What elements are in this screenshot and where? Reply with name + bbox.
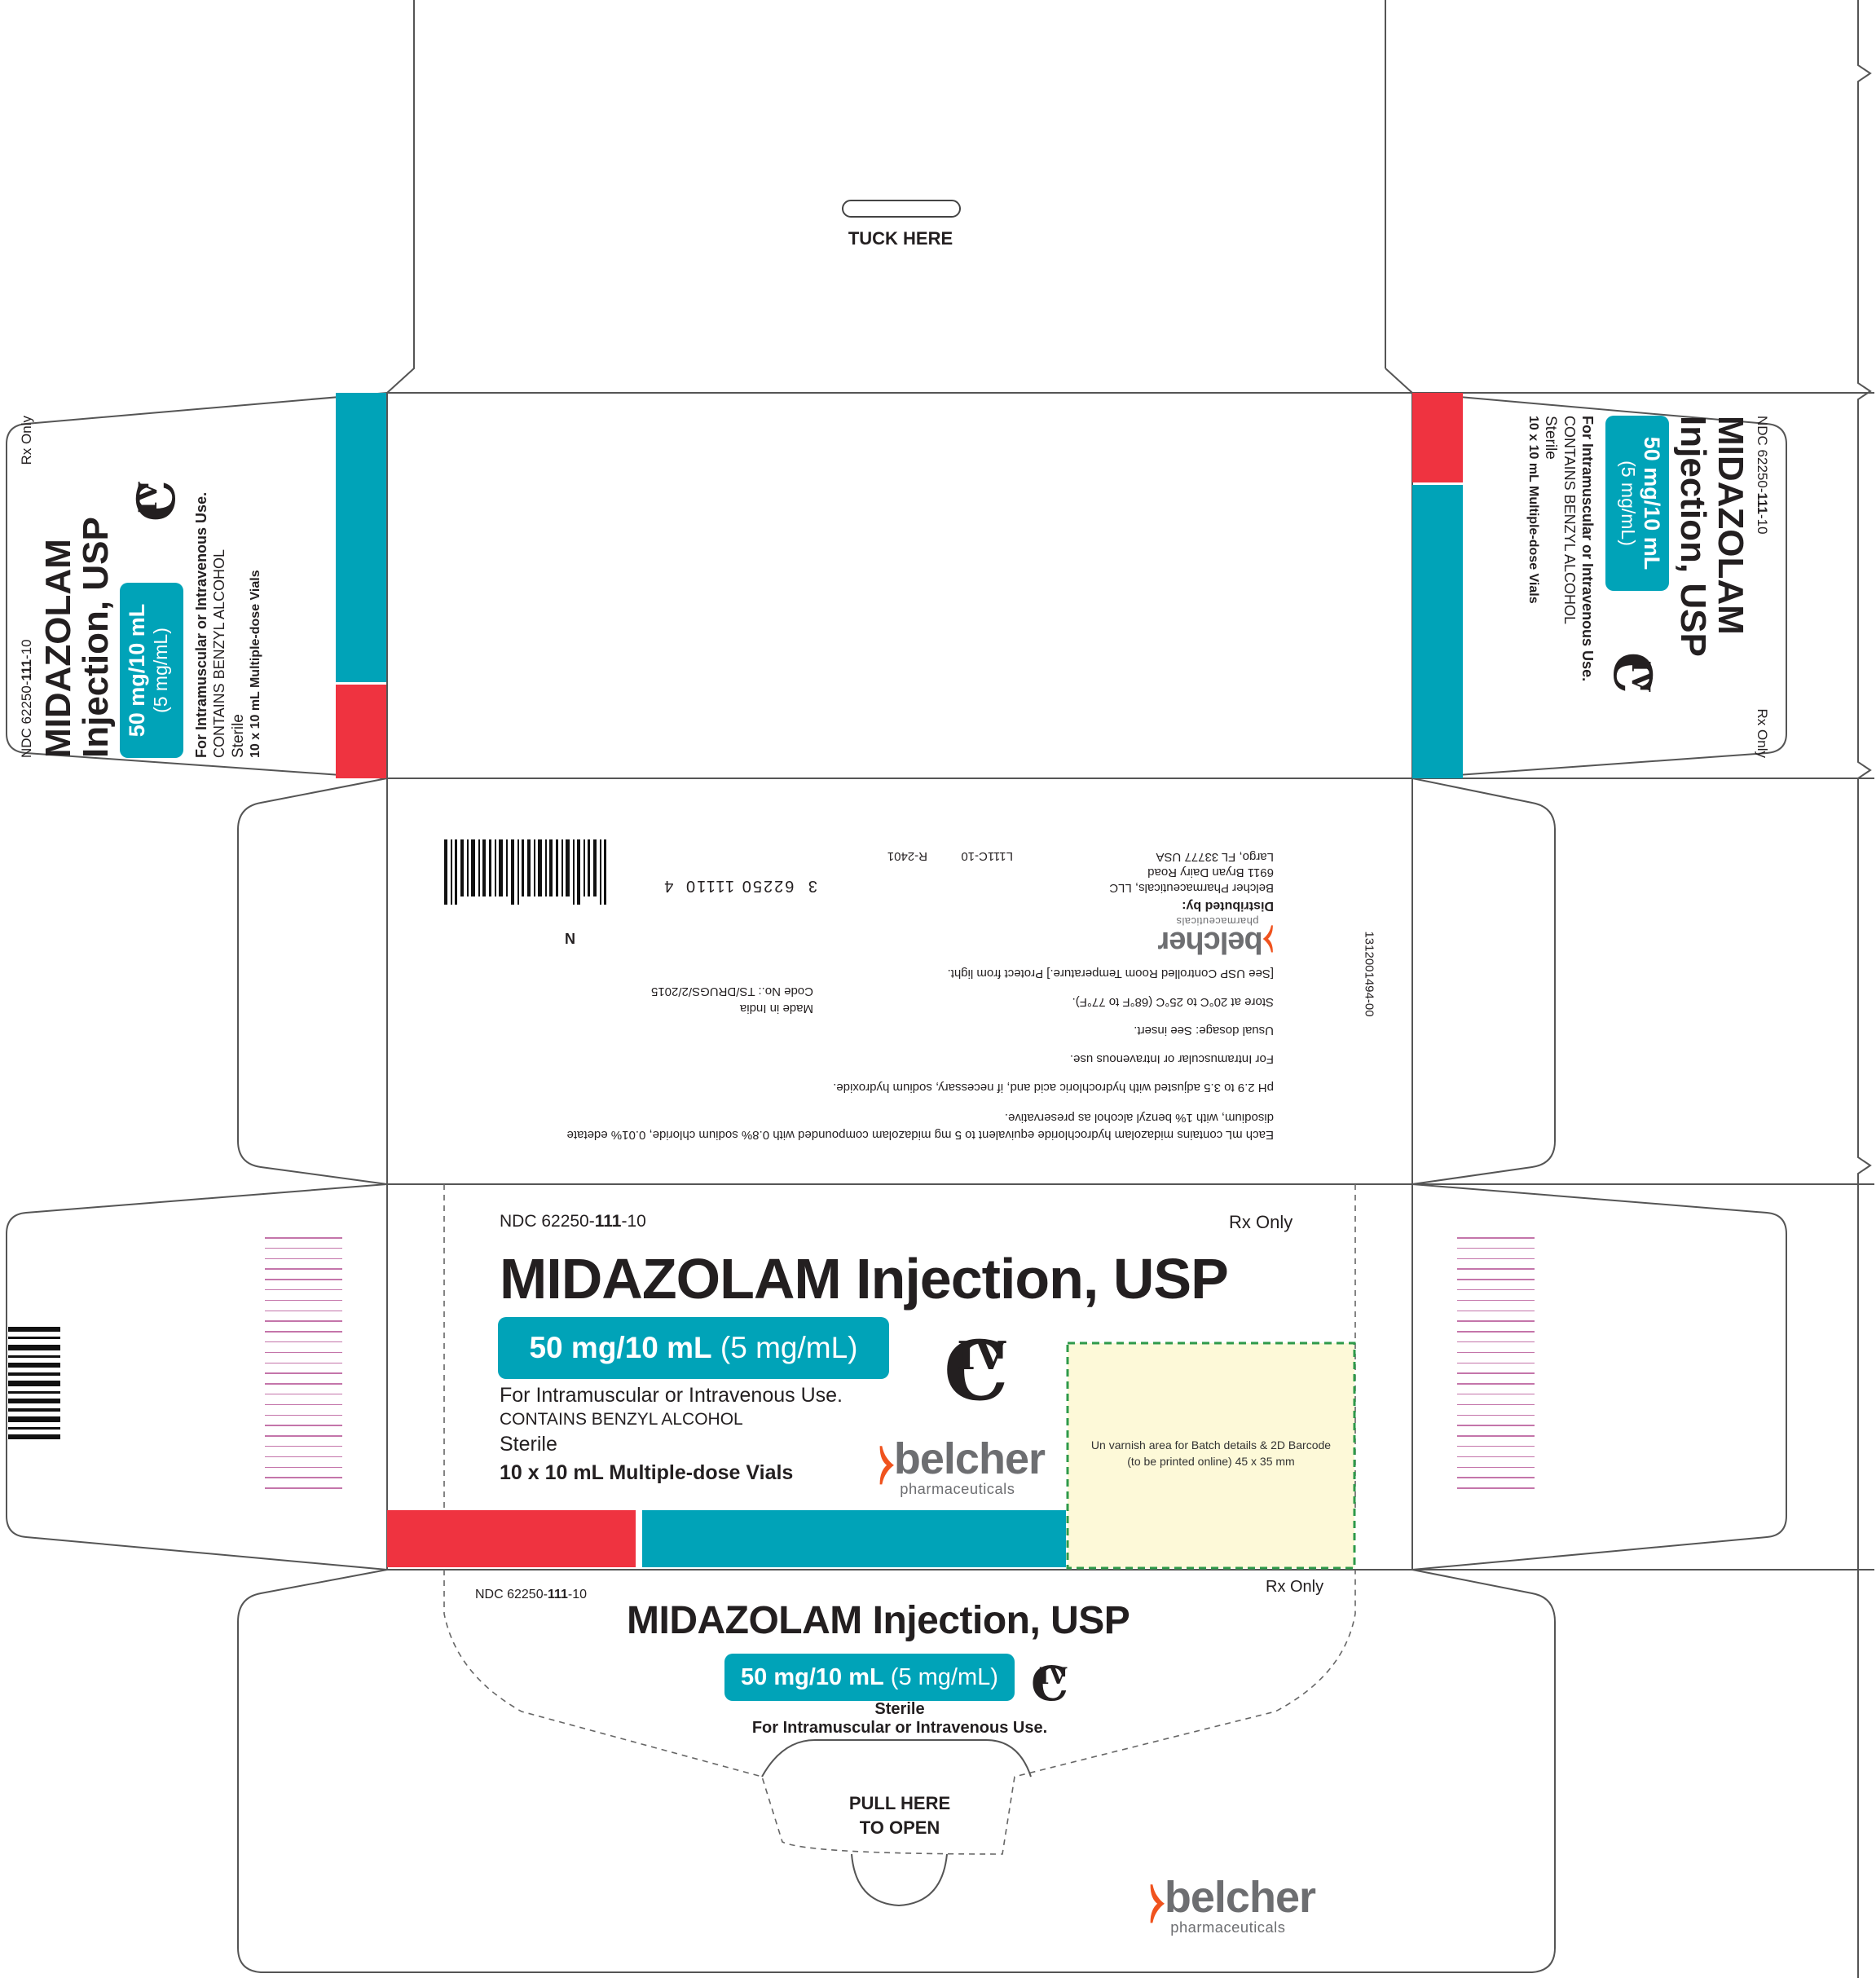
tuck-here-label: TUCK HERE xyxy=(848,228,953,249)
varnish-area-note: Un varnish area for Batch details & 2D B… xyxy=(1090,1438,1332,1468)
front-strength: 50 mg/10 mL xyxy=(529,1331,712,1364)
bottom-strength: 50 mg/10 mL xyxy=(741,1663,884,1690)
bottom-flap: NDC 62250-111-10 Rx Only MIDAZOLAM Injec… xyxy=(387,1570,1412,1977)
bottom-rx-only: Rx Only xyxy=(1266,1578,1324,1596)
front-rx-only: Rx Only xyxy=(1229,1212,1293,1232)
back-manufacture-info: Made in India Code No.: TS/DRUGS/2/2015 xyxy=(651,985,813,1015)
right-strength-pill: 50 mg/10 mL (5 mg/mL) xyxy=(1605,416,1669,591)
front-alcohol: CONTAINS BENZYL ALCOHOL xyxy=(500,1410,743,1429)
back-storage-2: [See USP Controlled Room Temperature.] P… xyxy=(947,967,1274,980)
left-product-name-2: Injection, USP xyxy=(76,517,116,758)
back-dosage: Usual dosage: See insert. xyxy=(1134,1024,1274,1037)
right-ndc: NDC 62250-111-10 xyxy=(1755,416,1770,535)
belcher-mark-icon: ⧽ xyxy=(1262,923,1274,958)
back-ph: pH 2.9 to 3.5 adjusted with hydrochloric… xyxy=(833,1081,1274,1095)
distributed-by-label: Distributed by: xyxy=(1182,899,1274,913)
bottom-strength-pill: 50 mg/10 mL (5 mg/mL) xyxy=(724,1654,1015,1701)
front-sterile: Sterile xyxy=(500,1433,557,1456)
back-barcode-n: N xyxy=(565,930,575,946)
front-pack: 10 x 10 mL Multiple-dose Vials xyxy=(500,1461,794,1484)
left-route: For Intramuscular or Intravenous Use. xyxy=(193,491,209,758)
right-alcohol: CONTAINS BENZYL ALCOHOL xyxy=(1561,416,1578,625)
left-sterile: Sterile xyxy=(230,714,247,758)
front-ndc: NDC 62250-111-10 xyxy=(500,1212,646,1231)
back-side-number: 1312001494-00 xyxy=(1362,931,1376,1017)
front-concentration: (5 mg/mL) xyxy=(720,1331,858,1364)
right-pack: 10 x 10 mL Multiple-dose Vials xyxy=(1526,416,1540,604)
front-panel: NDC 62250-111-10 Rx Only MIDAZOLAM Injec… xyxy=(387,1184,1412,1570)
right-product-name-2: Injection, USP xyxy=(1673,416,1713,657)
left-alcohol: CONTAINS BENZYL ALCOHOL xyxy=(211,548,227,758)
back-code-1: L111C-10 xyxy=(961,849,1013,863)
bottom-product-name: MIDAZOLAM Injection, USP xyxy=(627,1599,1130,1642)
right-route: For Intramuscular or Intravenous Use. xyxy=(1579,416,1596,682)
belcher-mark-icon: ⧽ xyxy=(879,1438,894,1487)
front-strength-pill: 50 mg/10 mL (5 mg/mL) xyxy=(498,1317,889,1379)
left-side-panel: NDC 62250-111-10 Rx Only MIDAZOLAM Injec… xyxy=(0,403,367,770)
back-route: For Intramuscular or Intravenous use. xyxy=(1069,1052,1274,1066)
left-ndc: NDC 62250-111-10 xyxy=(19,639,34,758)
back-storage: Store at 20°C to 25°C (68°F to 77°F). xyxy=(1072,995,1274,1009)
left-strength-pill: 50 mg/10 mL (5 mg/mL) xyxy=(120,583,183,758)
left-pack: 10 x 10 mL Multiple-dose Vials xyxy=(249,570,262,758)
back-barcode-digits: 3 62250 11110 4 xyxy=(663,877,817,895)
distributor-address: Belcher Pharmaceuticals, LLC 6911 Bryan … xyxy=(1109,850,1274,895)
right-strength: 50 mg/10 mL xyxy=(1640,436,1664,570)
right-product-name-1: MIDAZOLAM xyxy=(1711,416,1750,635)
front-route: For Intramuscular or Intravenous Use. xyxy=(500,1384,843,1407)
right-rx-only: Rx Only xyxy=(1755,708,1770,758)
bottom-ndc: NDC 62250-111-10 xyxy=(475,1588,587,1601)
right-sterile: Sterile xyxy=(1542,416,1559,460)
bottom-route: For Intramuscular or Intravenous Use. xyxy=(751,1719,1048,1737)
back-panel: Each mL contains midazolam hydrochloride… xyxy=(387,778,1412,1184)
right-side-panel: NDC 62250-111-10 Rx Only MIDAZOLAM Injec… xyxy=(1463,403,1789,770)
bottom-concentration: (5 mg/mL) xyxy=(890,1663,998,1690)
back-composition: Each mL contains midazolam hydrochloride… xyxy=(566,1111,1274,1142)
left-product-name-1: MIDAZOLAM xyxy=(38,539,78,758)
right-flap-stripes xyxy=(1457,1237,1535,1498)
bottom-sterile: Sterile xyxy=(874,1700,925,1718)
left-concentration: (5 mg/mL) xyxy=(150,628,171,713)
left-strength: 50 mg/10 mL xyxy=(125,603,149,738)
left-rx-only: Rx Only xyxy=(19,416,34,465)
back-code-2: R-2401 xyxy=(887,849,927,863)
belcher-mark-icon: ⧽ xyxy=(1149,1876,1165,1925)
left-flap-stripes xyxy=(265,1237,342,1498)
right-concentration: (5 mg/mL) xyxy=(1618,460,1639,546)
pull-here-tab[interactable]: PULL HERE TO OPEN xyxy=(848,1793,951,1838)
front-product-name: MIDAZOLAM Injection, USP xyxy=(500,1247,1229,1311)
